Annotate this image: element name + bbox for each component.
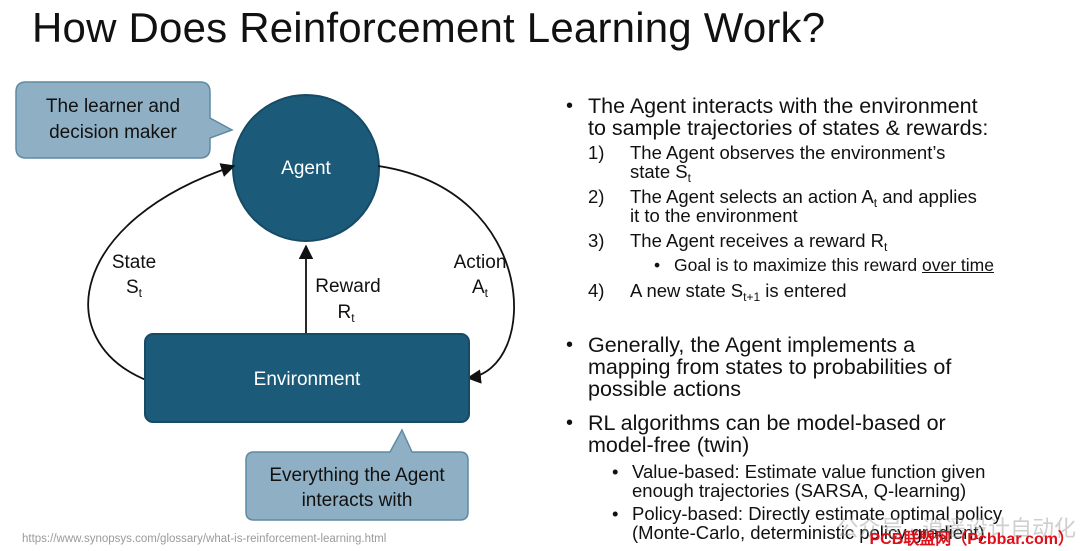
- bullet-interaction: The Agent interacts with the environment…: [566, 95, 1076, 139]
- step-1: 1) The Agent observes the environment’s …: [588, 142, 946, 185]
- callout-environment-line2: interacts with: [302, 490, 413, 511]
- callout-environment: Everything the Agent interacts with: [245, 428, 469, 521]
- goal-item: Goal is to maximize this reward over tim…: [652, 256, 1076, 276]
- step-2: 2) The Agent selects an action At and ap…: [588, 186, 977, 226]
- callout-learner-line1: The learner and: [46, 96, 180, 117]
- state-arrow: [87, 163, 236, 381]
- state-symbol: St: [126, 277, 143, 300]
- steps-list: 1) The Agent observes the environment’s …: [588, 142, 1076, 304]
- action-label: Action: [454, 252, 507, 273]
- explanation-panel: The Agent interacts with the environment…: [566, 95, 1076, 546]
- bullet-value-based: Value-based: Estimate value function giv…: [610, 462, 1076, 500]
- bullet-mapping: Generally, the Agent implements a mappin…: [566, 334, 1076, 400]
- source-url[interactable]: https://www.synopsys.com/glossary/what-i…: [22, 533, 387, 545]
- callout-environment-line1: Everything the Agent: [269, 465, 445, 486]
- bullet-algorithms: RL algorithms can be model-based or mode…: [566, 412, 1076, 456]
- environment-label: Environment: [254, 369, 361, 390]
- rl-diagram: The learner and decision maker Agent Sta…: [15, 81, 515, 521]
- bullet-policy-based: Policy-based: Directly estimate optimal …: [610, 504, 1076, 542]
- reward-label: Reward: [315, 276, 380, 297]
- action-arrow: [377, 165, 515, 384]
- step-4: 4) A new state St+1 is entered: [588, 280, 847, 304]
- step-3: 3) The Agent receives a reward Rt: [588, 230, 888, 254]
- callout-learner-line2: decision maker: [49, 122, 177, 143]
- reward-symbol: Rt: [337, 302, 355, 325]
- environment-node: [144, 333, 470, 423]
- page-title: How Does Reinforcement Learning Work?: [32, 4, 826, 51]
- watermark-site: PCB联盟网（Pcbbar.com）: [869, 531, 1075, 548]
- watermark-wechat: 公众号 · 逍遥设计自动化: [836, 516, 1076, 541]
- callout-learner: The learner and decision maker: [15, 81, 234, 159]
- action-symbol: At: [472, 277, 489, 300]
- agent-label: Agent: [281, 158, 331, 179]
- state-label: State: [112, 252, 156, 273]
